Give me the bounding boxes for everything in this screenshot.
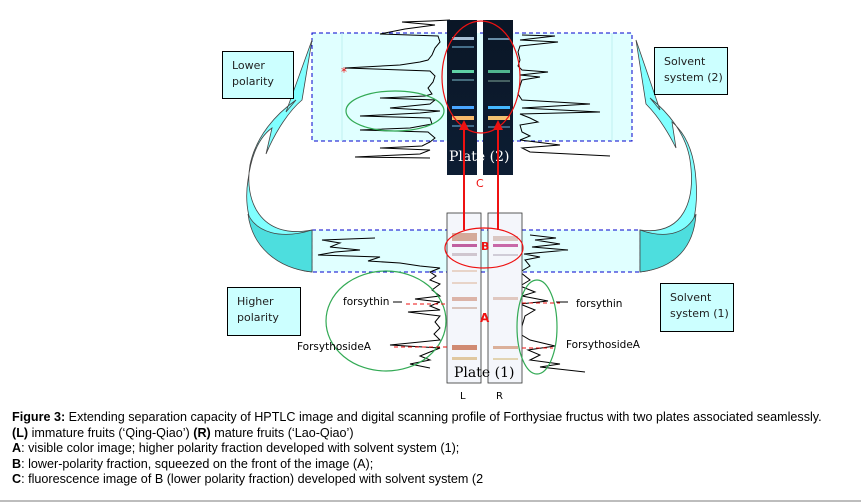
caption-line-4: B: lower-polarity fraction, squeezed on … (12, 457, 857, 473)
forsythin-label-right: forsythin (576, 298, 622, 310)
ellipse-lower-right-green (516, 279, 558, 375)
caption-b-text: : lower-polarity fraction, squeezed on t… (21, 456, 374, 471)
forsythoside-label-right: ForsythosideA (566, 339, 641, 351)
caption-a-label: A (12, 441, 22, 455)
hptlc-diagram: Plate (2) Plate (1) C B A * f (246, 19, 697, 400)
bottom-divider (0, 500, 861, 502)
scan-profile-upper-left (344, 19, 451, 159)
lane-label-left: L (460, 391, 466, 400)
forsythoside-label-left: ForsythosideA (297, 341, 372, 353)
left-curved-arrow (246, 39, 313, 273)
solvent-system-2-box: Solvent system (2) (654, 47, 728, 95)
caption-a-text: : visible color image; higher polarity f… (21, 441, 460, 455)
lower-polarity-box: Lower polarity (222, 51, 294, 99)
ellipse-lower-left-green (325, 270, 447, 372)
plate-1: Plate (1) (446, 212, 523, 384)
caption-r-text: mature fruits (‘Lao-Qiao’) (210, 425, 354, 440)
plate-2-label: Plate (2) (449, 149, 509, 165)
scan-profile-upper-right (517, 34, 611, 157)
marker-c: C (476, 177, 484, 190)
arrow-c-left-head (459, 120, 469, 130)
caption-line-1: Figure 3: Extending separation capacity … (12, 410, 857, 426)
ellipse-upper-left-green (345, 90, 445, 132)
marker-a: A (480, 311, 490, 325)
caption-figure-label: Figure 3: (12, 410, 66, 424)
ellipse-plate-1-b-red (444, 227, 524, 269)
caption-c-text: : fluorescence image of B (lower polarit… (21, 472, 484, 486)
right-curved-arrow (635, 39, 697, 273)
caption-l-label: (L) (12, 425, 29, 440)
caption-c-label: C (12, 472, 22, 486)
forsythin-label-left: forsythin (343, 296, 389, 308)
lane-label-right: R (496, 391, 503, 400)
caption-line-2: (L) immature fruits (‘Qing-Qiao’) (R) ma… (12, 426, 857, 442)
arrow-c-right-head (493, 120, 503, 130)
higher-polarity-box: Higher polarity (227, 287, 301, 336)
plate-1-label: Plate (1) (454, 365, 514, 381)
figure-caption: Figure 3: Extending separation capacity … (12, 410, 857, 488)
asterisk-marker: * (341, 65, 347, 79)
marker-b: B (481, 240, 489, 253)
solvent-system-1-box: Solvent system (1) (660, 283, 734, 332)
caption-line-3: A: visible color image; higher polarity … (12, 441, 857, 457)
scan-profile-lower-left (317, 237, 442, 369)
caption-line-5: C: fluorescence image of B (lower polari… (12, 472, 857, 488)
ellipse-plate-2-red (441, 20, 521, 134)
caption-l-text: immature fruits (‘Qing-Qiao’) (28, 425, 194, 440)
caption-r-label: (R) (193, 425, 211, 440)
caption-figure-text: Extending separation capacity of HPTLC i… (65, 410, 822, 424)
caption-b-label: B (12, 456, 22, 471)
